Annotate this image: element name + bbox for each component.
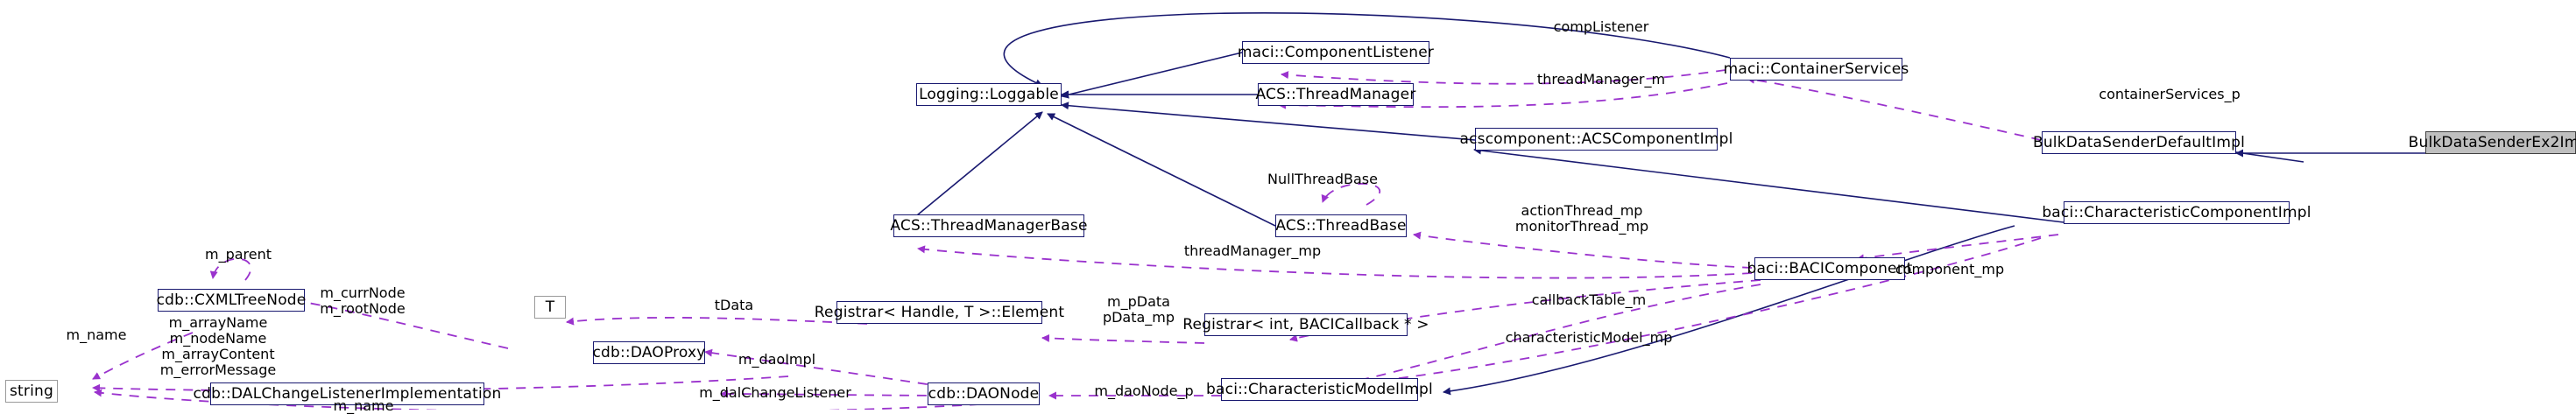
node-registrar-int-bacicallback[interactable]: Registrar< int, BACICallback * > bbox=[1182, 313, 1429, 336]
edge-label-m-pdata: m_pData pData_mp bbox=[1102, 293, 1175, 326]
edge-label-m-arrayname-group: m_arrayName m_nodeName m_arrayContent m_… bbox=[159, 314, 277, 378]
usage-edges bbox=[92, 69, 2059, 410]
edge-label-m-daoimpl: m_daoImpl bbox=[738, 351, 816, 368]
node-acs-thread-manager[interactable]: ACS::ThreadManager bbox=[1256, 83, 1415, 106]
node-baci-characteristic-component-impl[interactable]: baci::CharacteristicComponentImpl bbox=[2042, 201, 2311, 224]
edge-label-m-dalchangelistener: m_dalChangeListener bbox=[699, 384, 851, 401]
node-cdb-dao-node[interactable]: cdb::DAONode bbox=[928, 382, 1040, 405]
node-cdb-dao-proxy[interactable]: cdb::DAOProxy bbox=[592, 341, 705, 364]
edge-label-characteristicmodel-mp: characteristicModel_mp bbox=[1505, 329, 1673, 346]
edge-label-containerservices-p: containerServices_p bbox=[2099, 86, 2241, 102]
node-string[interactable]: string bbox=[5, 380, 58, 403]
edge-label-threadmanager-mp: threadManager_mp bbox=[1183, 242, 1322, 259]
edge-label-m-name-bottom: m_name bbox=[333, 397, 394, 414]
node-maci-component-listener[interactable]: maci::ComponentListener bbox=[1238, 41, 1434, 64]
node-acs-thread-manager-base[interactable]: ACS::ThreadManagerBase bbox=[890, 214, 1087, 237]
node-cdb-dalchange-listener-impl[interactable]: cdb::DALChangeListenerImplementation bbox=[194, 382, 501, 405]
node-maci-container-services[interactable]: maci::ContainerServices bbox=[1724, 58, 1909, 81]
edge-label-m-currnode: m_currNode m_rootNode bbox=[320, 284, 406, 317]
node-bulkdatasender-default-impl[interactable]: BulkDataSenderDefaultImpl bbox=[2033, 131, 2245, 154]
edge-label-m-parent: m_parent bbox=[204, 246, 272, 263]
node-baci-characteristic-model-impl[interactable]: baci::CharacteristicModelImpl bbox=[1206, 378, 1433, 401]
edge-label-threadmanager-m: threadManager_m bbox=[1536, 71, 1666, 88]
inheritance-edges bbox=[901, 12, 2425, 396]
node-acs-thread-base[interactable]: ACS::ThreadBase bbox=[1275, 214, 1407, 237]
edge-label-complistener: compListener bbox=[1553, 18, 1649, 35]
node-logging-loggable[interactable]: Logging::Loggable bbox=[916, 83, 1062, 106]
edge-label-callbacktable-m: callbackTable_m bbox=[1531, 291, 1647, 308]
node-baci-baci-component[interactable]: baci::BACIComponent bbox=[1747, 257, 1912, 280]
edge-label-nullthreadbase: NullThreadBase bbox=[1267, 171, 1378, 187]
edge-label-actionthread-mp: actionThread_mp monitorThread_mp bbox=[1514, 202, 1649, 235]
node-type-t[interactable]: T bbox=[534, 296, 566, 319]
edge-label-component-mp: component_mp bbox=[1895, 261, 2005, 277]
edge-label-m-name-top: m_name bbox=[66, 326, 127, 343]
edge-label-m-daonode-p: m_daoNode_p bbox=[1094, 382, 1194, 399]
edge-label-tdata: tData bbox=[714, 297, 754, 313]
node-cdb-cxml-tree-node[interactable]: cdb::CXMLTreeNode bbox=[157, 289, 306, 312]
node-bulkdatasender-ex2-impl[interactable]: BulkDataSenderEx2Impl bbox=[2409, 131, 2576, 154]
node-registrar-handle-element[interactable]: Registrar< Handle, T >::Element bbox=[815, 301, 1064, 324]
node-acscomponent-impl[interactable]: acscomponent::ACSComponentImpl bbox=[1459, 128, 1733, 151]
